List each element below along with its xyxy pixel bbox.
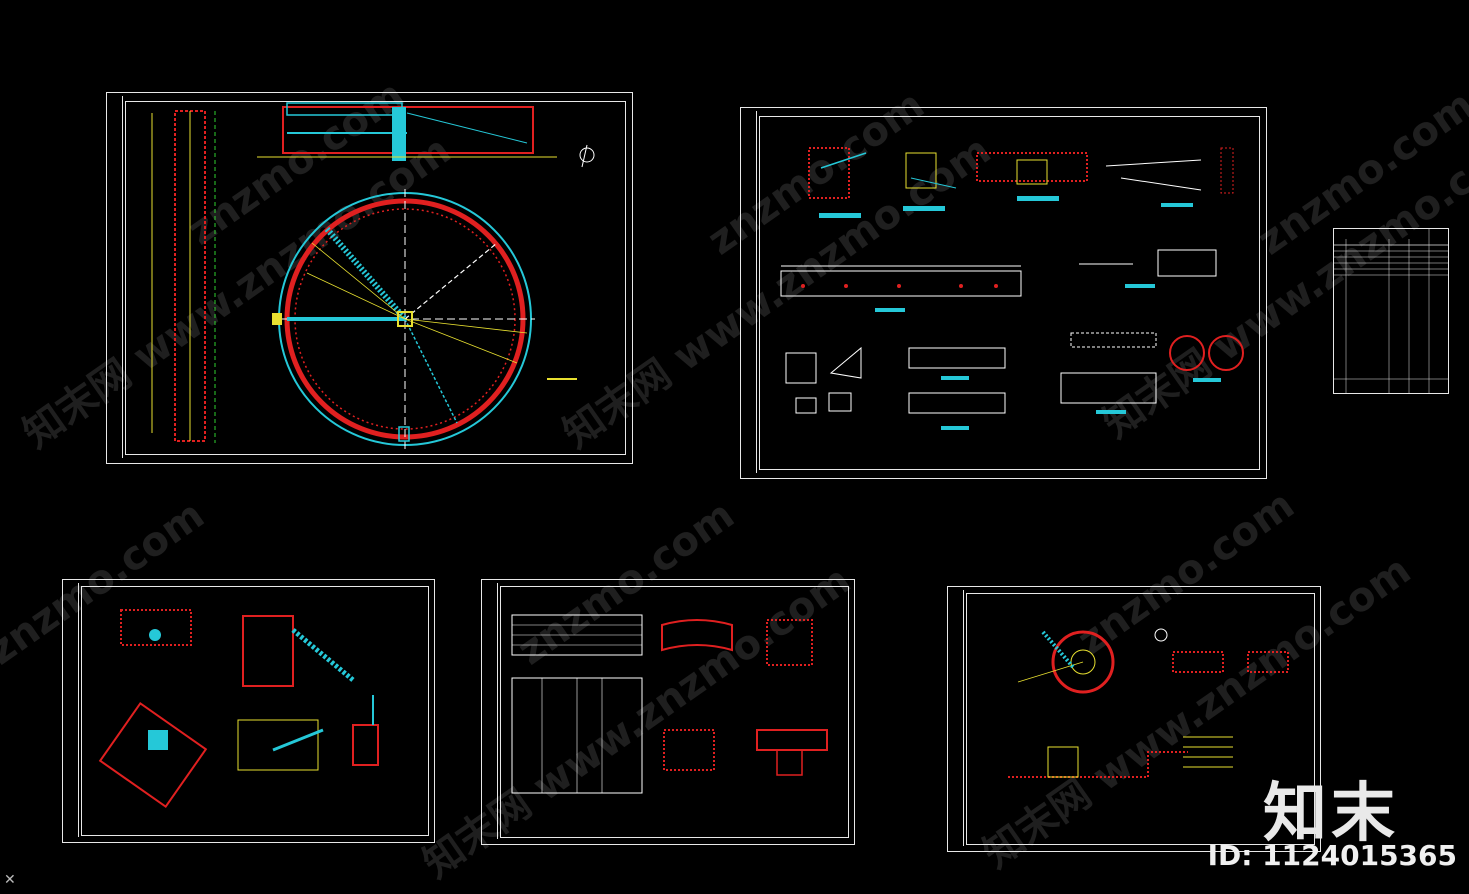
close-icon[interactable]: ✕ <box>4 872 16 888</box>
center-pier-drawing <box>1008 628 1289 778</box>
index-table-grid <box>1334 229 1448 393</box>
drawing-frame <box>759 116 1260 470</box>
plan-elevation-drawing <box>151 102 595 453</box>
title-block <box>66 583 79 837</box>
drawing-index-table[interactable] <box>1333 228 1449 394</box>
drawing-frame <box>81 586 429 836</box>
tables-drawing <box>511 614 828 794</box>
brand-logo: 知末 <box>1263 777 1399 851</box>
sheet-tables[interactable] <box>481 579 855 845</box>
details-drawing <box>780 147 1244 430</box>
sheet-sections[interactable] <box>62 579 435 843</box>
asset-id-label: ID: 1124015365 <box>1207 839 1457 872</box>
sheet-plan-elevation[interactable] <box>106 92 633 464</box>
drawing-frame <box>966 593 1315 845</box>
drawing-frame <box>500 586 849 838</box>
sections-drawing <box>98 609 379 809</box>
title-block <box>485 583 498 839</box>
sheet-details-1[interactable] <box>740 107 1267 479</box>
drawing-frame <box>125 101 626 455</box>
sheet-center-pier[interactable] <box>947 586 1321 852</box>
title-block <box>110 96 123 458</box>
title-block <box>951 590 964 846</box>
title-block <box>744 111 757 473</box>
